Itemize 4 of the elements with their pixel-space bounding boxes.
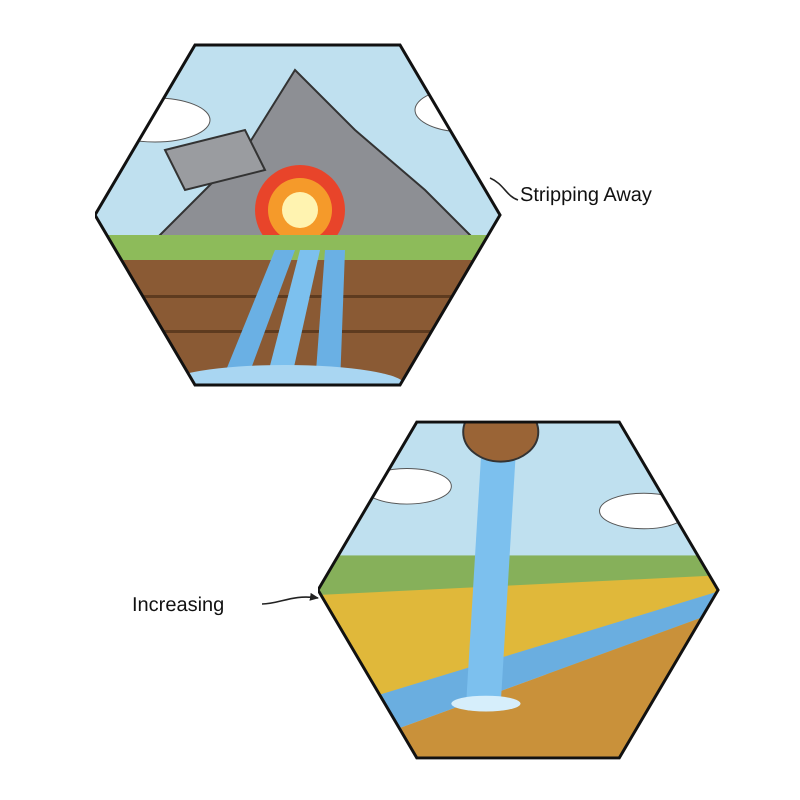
callout-label: Stripping Away <box>520 180 652 210</box>
callout-label: Increasing <box>132 590 224 620</box>
curved-arrow <box>262 593 319 605</box>
leader-line <box>490 177 518 201</box>
